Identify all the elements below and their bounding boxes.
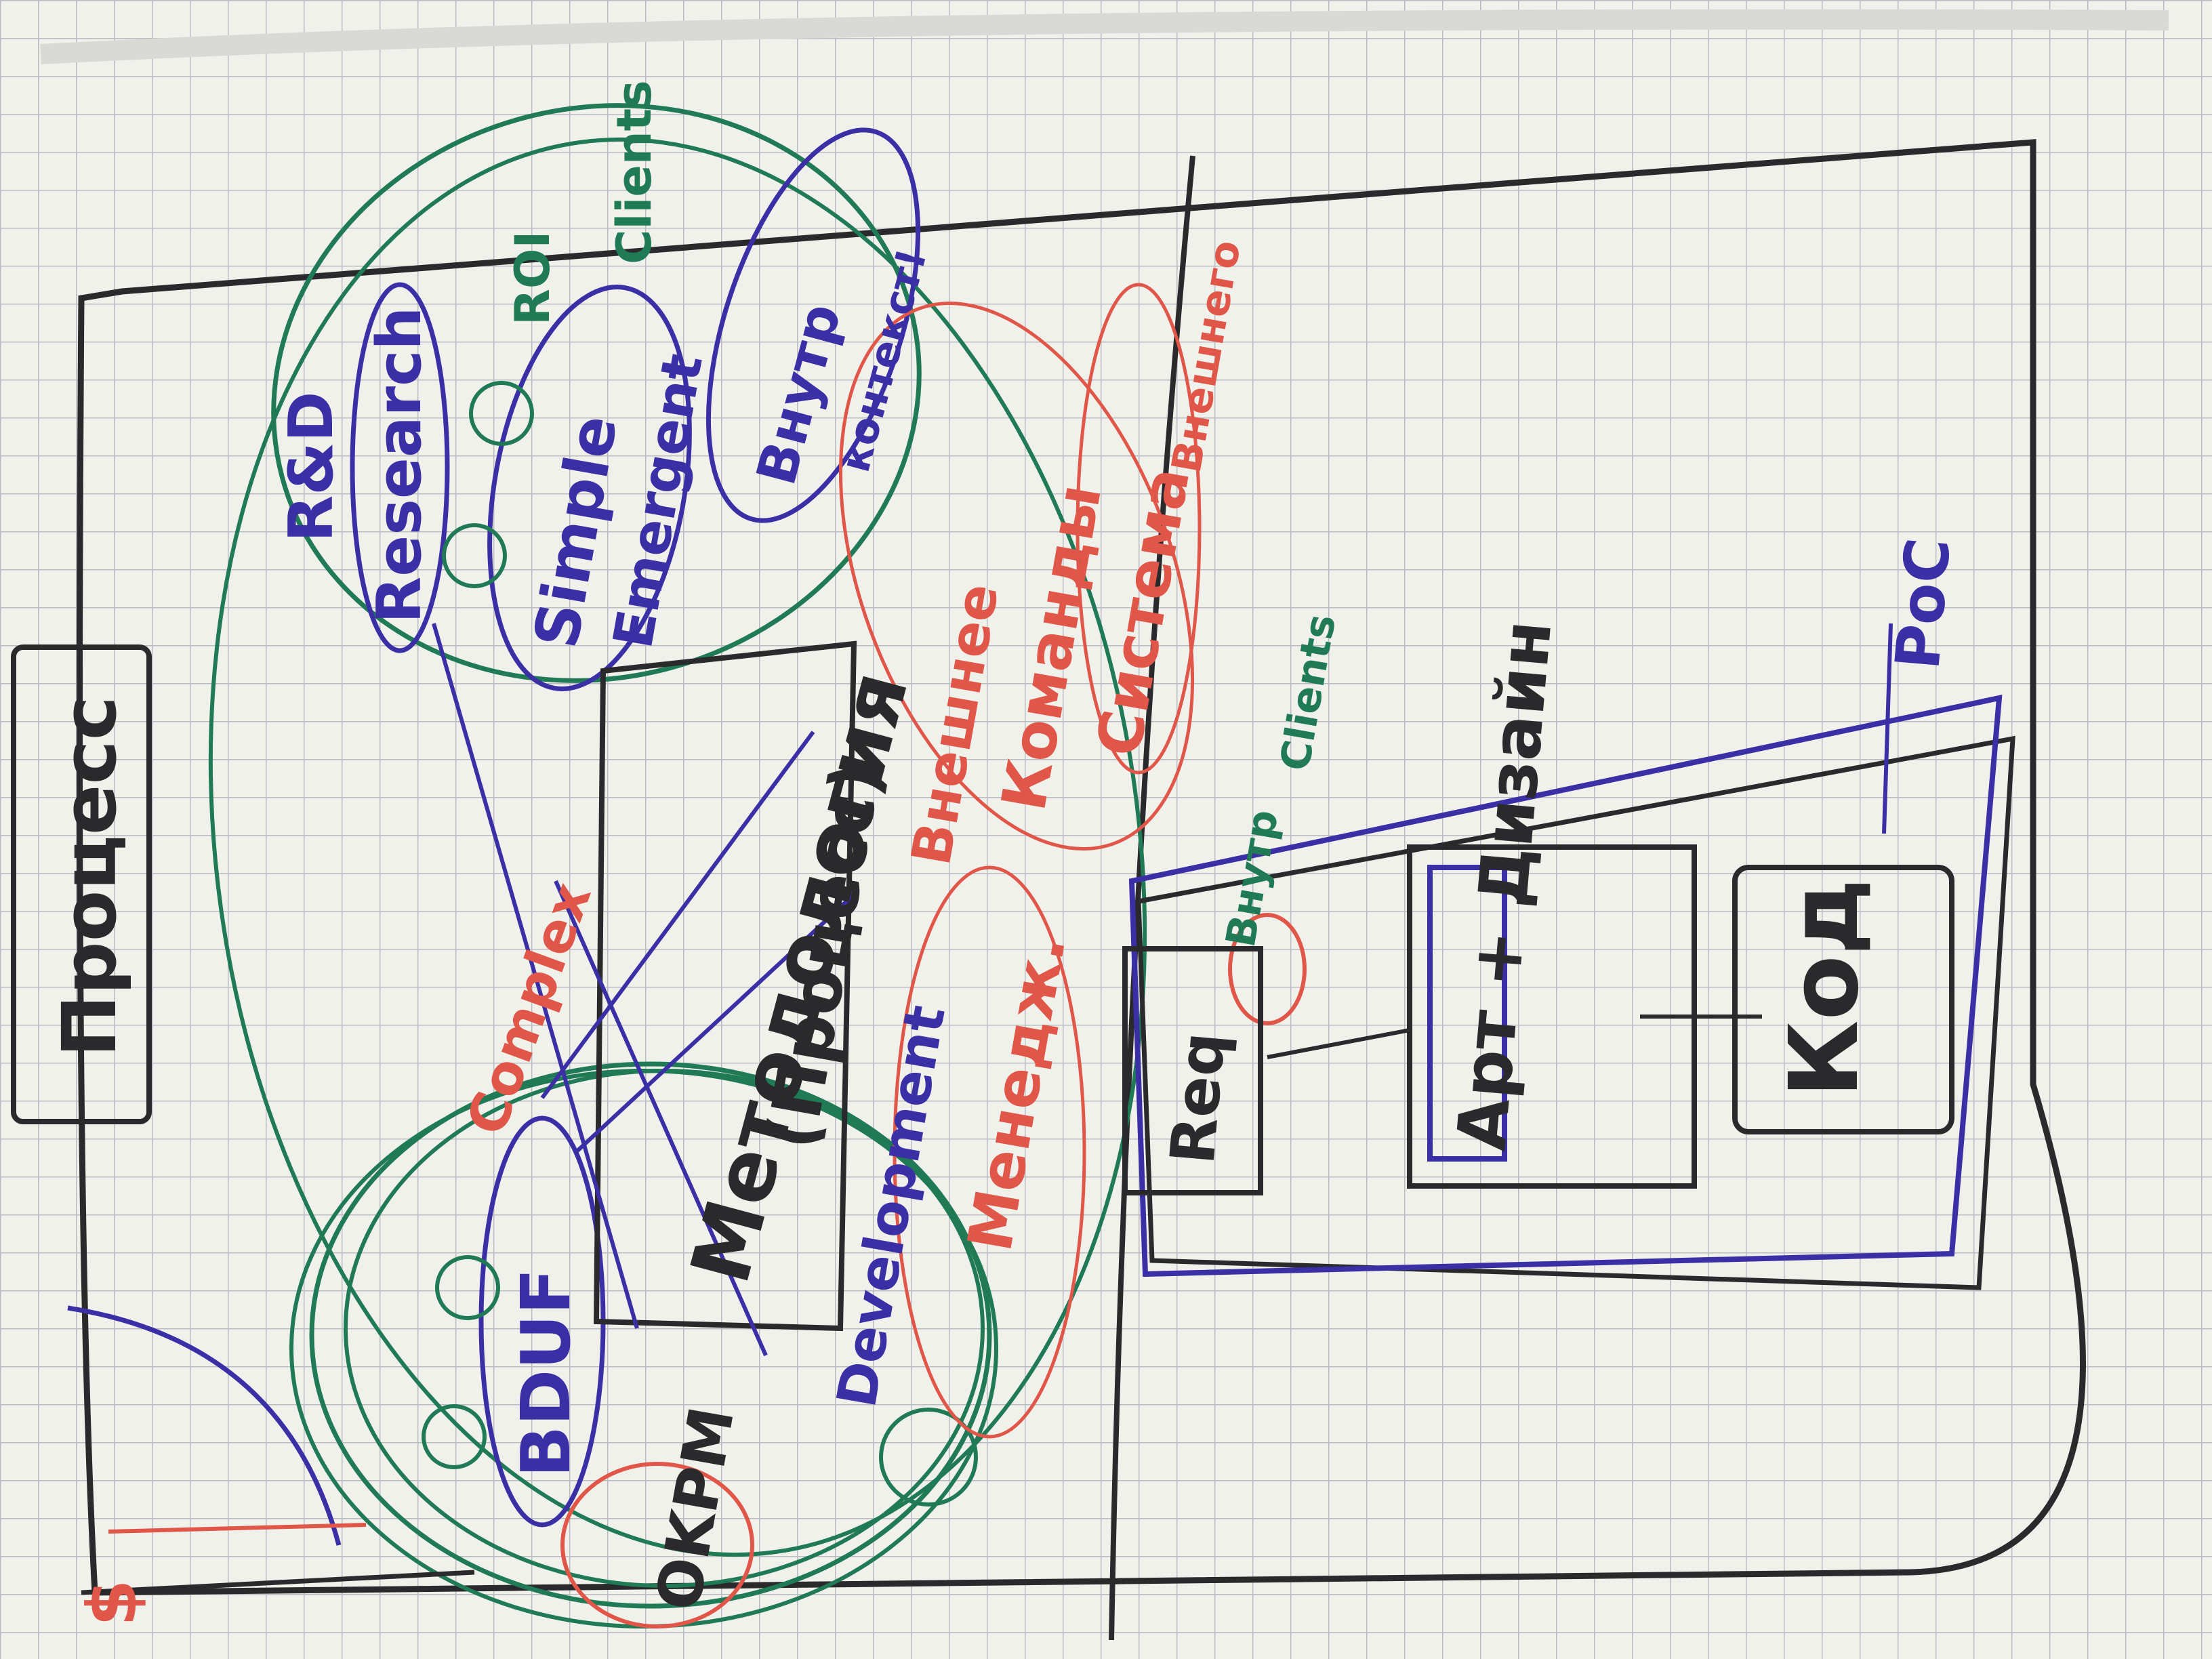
clients-label: Clients [607,80,662,264]
poc-blue-box [1128,694,2003,1277]
req-box [1122,946,1263,1195]
research-ellipse [350,282,450,653]
minus-circle-1 [469,381,534,446]
art-to-req-arrow [1267,1028,1410,1059]
outer-frame [77,139,2086,1596]
vnutr-ellipse [705,127,921,523]
left-curve-blue [67,1305,342,1546]
plus-circle-1 [442,523,507,588]
external-ellipse [838,302,1195,851]
kod-label: Код [1769,878,1880,1098]
roi-label: ROI [505,231,560,325]
research-label: Research [364,307,435,624]
bottom-arrow-red [108,1523,367,1534]
methodology-box [593,640,857,1332]
blue-arrow-2 [554,880,768,1357]
delivery-ellipse-1 [309,1061,992,1609]
sistema-ellipse [1076,283,1202,775]
blue-arrow-1 [432,623,639,1329]
okrm-ellipse [560,1462,754,1629]
kod-box [1732,865,1954,1134]
req-label: Req [1157,1029,1240,1167]
paper-curl-top [40,9,2169,64]
divider-line [1109,155,1195,1641]
poc-label: PoC [1882,535,1964,672]
bottom-line-black [81,1570,475,1595]
minus-circle-2 [435,1255,500,1320]
bdut-label: BDUF [506,1268,586,1477]
blue-arrow-4 [574,893,856,1154]
blue-arrow-3 [540,731,815,1099]
big-green-ellipse [208,137,1147,1557]
rnd-label: R&D [276,392,347,543]
poc-outer-box [1136,735,2015,1290]
req-red-circle [1228,913,1307,1025]
title-box [11,644,152,1124]
dollar-label: $ [73,1579,152,1626]
poc-arrow [1882,623,1893,834]
menedzh-ellipse [893,865,1086,1439]
simple-emergent-ellipse [487,285,692,691]
art-design-blue-box [1427,865,1507,1162]
plus-circle-2 [422,1404,487,1469]
page-title: Процесс [46,696,133,1057]
minus-circle-3 [879,1408,978,1507]
